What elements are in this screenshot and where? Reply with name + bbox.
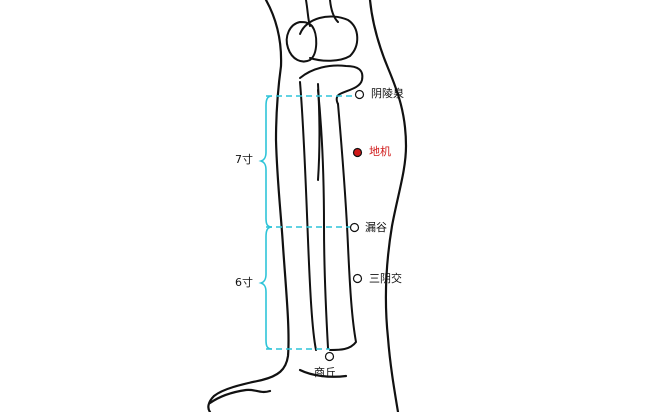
foot-outline <box>208 388 272 405</box>
foot-contour <box>298 368 348 378</box>
fibula-bone-inner <box>317 83 321 181</box>
upper-distance-label: 7寸 <box>235 153 253 166</box>
tibia-shaft <box>317 89 329 349</box>
leg-outline-front <box>368 0 408 412</box>
diji-point <box>352 147 363 158</box>
leg-outline-back <box>207 0 290 412</box>
yinlingquan-point <box>354 89 365 100</box>
patella-bone <box>285 21 318 63</box>
diji-label: 地机 <box>369 145 391 158</box>
lougu-label: 漏谷 <box>365 221 387 234</box>
fibula-bone <box>299 81 317 351</box>
sanyinjiao-label: 三阴交 <box>369 272 402 285</box>
lougu-point <box>349 222 360 233</box>
femur-condyle <box>299 15 359 62</box>
brace-upper <box>258 95 273 228</box>
shangqiu-label: 商丘 <box>314 366 336 379</box>
sanyinjiao-point <box>352 273 363 284</box>
tibia-plateau <box>299 64 364 105</box>
brace-lower <box>258 226 273 350</box>
shangqiu-point <box>324 351 335 362</box>
lower-distance-label: 6寸 <box>235 276 253 289</box>
tibia-shaft-front <box>329 103 357 351</box>
yinlingquan-label: 阴陵泉 <box>371 87 404 100</box>
